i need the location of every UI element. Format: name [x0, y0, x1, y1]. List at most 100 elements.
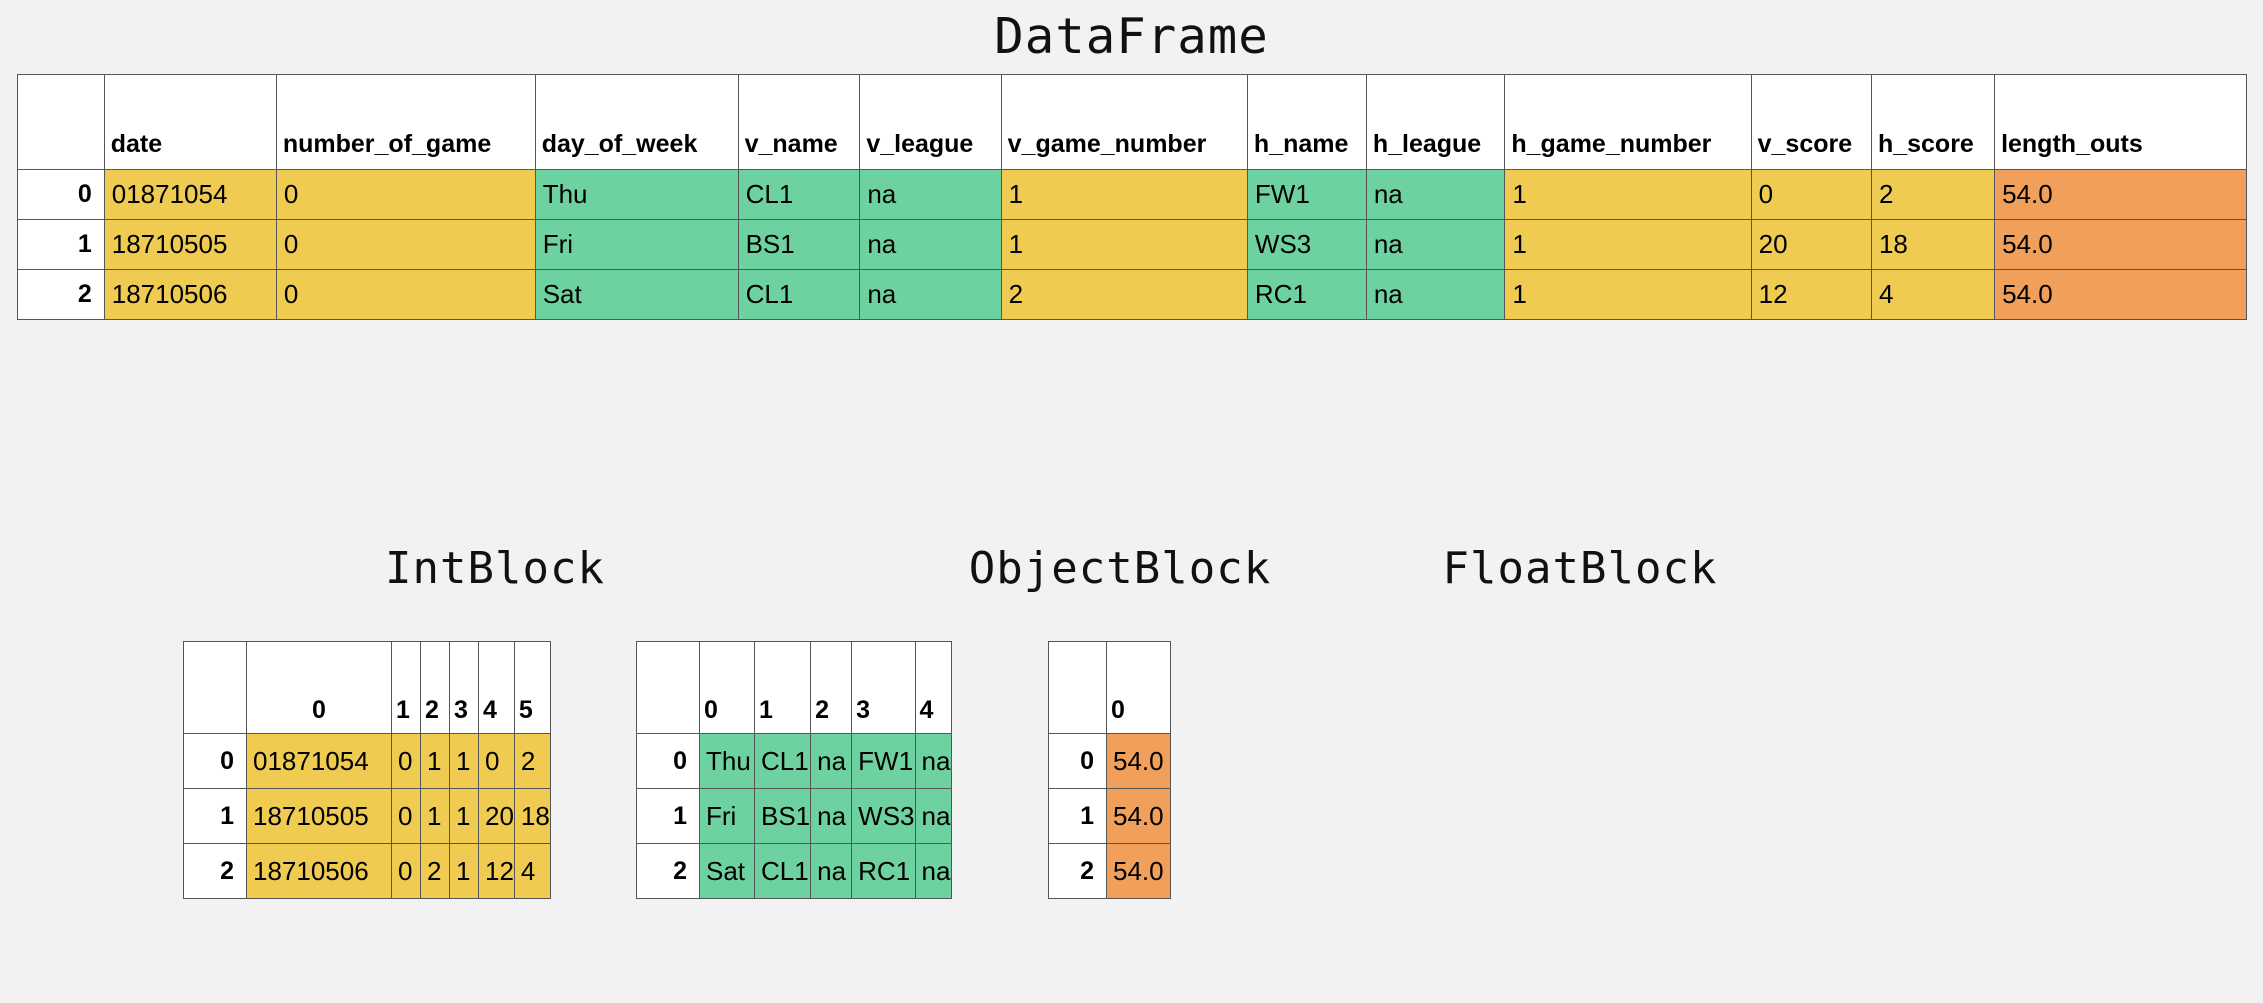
- intblock-cell: 12: [478, 843, 515, 899]
- objectblock-cell: WS3: [851, 788, 916, 844]
- table-row: 0 Thu CL1 na FW1 na: [636, 733, 952, 789]
- dataframe-cell: 1: [1504, 219, 1752, 270]
- objectblock-cell: CL1: [753, 843, 812, 899]
- dataframe-row-index: 1: [17, 219, 105, 270]
- objectblock-row-index: 0: [636, 733, 700, 789]
- floatblock-title: FloatBlock: [1442, 543, 1718, 594]
- dataframe-col-header-length_outs: length_outs: [1994, 74, 2247, 170]
- dataframe-cell: 12: [1750, 269, 1872, 320]
- intblock-col-header-2: 2: [420, 641, 450, 734]
- dataframe-cell: 20: [1750, 219, 1872, 270]
- intblock-cell: 1: [449, 788, 479, 844]
- table-row: 2 Sat CL1 na RC1 na: [636, 843, 952, 899]
- objectblock-table: 0 1 2 3 4 0 Thu CL1 na FW1 na 1 Fri BS1 …: [636, 641, 952, 899]
- dataframe-cell: na: [1365, 219, 1506, 270]
- dataframe-cell: WS3: [1246, 219, 1367, 270]
- dataframe-cell: 0: [275, 169, 536, 220]
- dataframe-col-header-h_score: h_score: [1870, 74, 1996, 170]
- intblock-row-index: 0: [183, 733, 247, 789]
- dataframe-cell: RC1: [1246, 269, 1367, 320]
- floatblock-cell: 54.0: [1106, 843, 1171, 899]
- intblock-cell: 18: [513, 788, 551, 844]
- table-row: 1 18710505 0 1 1 20 18: [183, 788, 551, 844]
- table-row: 1 54.0: [1048, 788, 1171, 844]
- intblock-cell: 01871054: [246, 733, 392, 789]
- dataframe-cell: na: [859, 169, 1002, 220]
- objectblock-corner-header: [636, 641, 700, 734]
- intblock-cell: 0: [391, 733, 421, 789]
- dataframe-cell: BS1: [737, 219, 861, 270]
- objectblock-cell: Thu: [699, 733, 755, 789]
- intblock-cell: 18710506: [246, 843, 392, 899]
- table-row: 2 18710506 0 2 1 12 4: [183, 843, 551, 899]
- dataframe-cell: na: [1365, 269, 1506, 320]
- objectblock-cell: Fri: [699, 788, 755, 844]
- objectblock-header-row: 0 1 2 3 4: [636, 641, 952, 734]
- objectblock-cell: FW1: [851, 733, 916, 789]
- intblock-cell: 1: [449, 843, 479, 899]
- objectblock-cell: CL1: [753, 733, 812, 789]
- intblock-col-header-4: 4: [478, 641, 515, 734]
- intblock-title: IntBlock: [385, 543, 605, 594]
- dataframe-col-header-day_of_week: day_of_week: [534, 74, 739, 170]
- intblock-row-index: 1: [183, 788, 247, 844]
- intblock-cell: 20: [478, 788, 515, 844]
- dataframe-col-header-v_game_number: v_game_number: [1000, 74, 1248, 170]
- intblock-cell: 0: [478, 733, 515, 789]
- dataframe-col-header-h_league: h_league: [1365, 74, 1506, 170]
- dataframe-cell: 18710506: [103, 269, 277, 320]
- objectblock-row-index: 1: [636, 788, 700, 844]
- intblock-header-row: 0 1 2 3 4 5: [183, 641, 551, 734]
- objectblock-cell: na: [914, 788, 952, 844]
- table-row: 1 Fri BS1 na WS3 na: [636, 788, 952, 844]
- objectblock-col-header-0: 0: [699, 641, 755, 734]
- floatblock-col-header-0: 0: [1106, 641, 1171, 734]
- dataframe-cell: 18: [1870, 219, 1996, 270]
- dataframe-cell: na: [859, 219, 1002, 270]
- intblock-cell: 2: [420, 843, 450, 899]
- dataframe-cell: 2: [1870, 169, 1996, 220]
- intblock-cell: 0: [391, 843, 421, 899]
- objectblock-row-index: 2: [636, 843, 700, 899]
- dataframe-table: date number_of_game day_of_week v_name v…: [17, 74, 2247, 320]
- objectblock-cell: Sat: [699, 843, 755, 899]
- dataframe-cell: 0: [275, 219, 536, 270]
- dataframe-cell: Sat: [534, 269, 739, 320]
- dataframe-corner-header: [17, 74, 105, 170]
- dataframe-row-index: 2: [17, 269, 105, 320]
- dataframe-cell: 18710505: [103, 219, 277, 270]
- dataframe-cell: 1: [1504, 269, 1752, 320]
- dataframe-col-header-v_league: v_league: [859, 74, 1002, 170]
- dataframe-cell: 1: [1000, 219, 1248, 270]
- intblock-cell: 2: [513, 733, 551, 789]
- objectblock-cell: na: [914, 733, 952, 789]
- intblock-col-header-3: 3: [449, 641, 479, 734]
- table-row: 0 01871054 0 Thu CL1 na 1 FW1 na 1 0 2 5…: [17, 169, 2247, 220]
- objectblock-cell: na: [810, 788, 853, 844]
- dataframe-row-index: 0: [17, 169, 105, 220]
- dataframe-cell: 54.0: [1994, 269, 2247, 320]
- dataframe-col-header-number_of_game: number_of_game: [275, 74, 536, 170]
- intblock-cell: 18710505: [246, 788, 392, 844]
- intblock-cell: 1: [420, 733, 450, 789]
- floatblock-header-row: 0: [1048, 641, 1171, 734]
- dataframe-col-header-date: date: [103, 74, 277, 170]
- floatblock-cell: 54.0: [1106, 733, 1171, 789]
- dataframe-col-header-v_name: v_name: [737, 74, 861, 170]
- dataframe-col-header-v_score: v_score: [1750, 74, 1872, 170]
- objectblock-cell: RC1: [851, 843, 916, 899]
- objectblock-cell: na: [914, 843, 952, 899]
- floatblock-corner-header: [1048, 641, 1107, 734]
- objectblock-cell: na: [810, 733, 853, 789]
- dataframe-cell: 0: [275, 269, 536, 320]
- floatblock-table: 0 0 54.0 1 54.0 2 54.0: [1048, 641, 1171, 899]
- table-row: 0 54.0: [1048, 733, 1171, 789]
- table-row: 2 54.0: [1048, 843, 1171, 899]
- intblock-col-header-5: 5: [513, 641, 551, 734]
- dataframe-cell: Fri: [534, 219, 739, 270]
- dataframe-col-header-h_game_number: h_game_number: [1504, 74, 1752, 170]
- dataframe-header-row: date number_of_game day_of_week v_name v…: [17, 74, 2247, 170]
- intblock-table: 0 1 2 3 4 5 0 01871054 0 1 1 0 2 1 18710…: [183, 641, 551, 899]
- floatblock-row-index: 1: [1048, 788, 1107, 844]
- dataframe-cell: na: [859, 269, 1002, 320]
